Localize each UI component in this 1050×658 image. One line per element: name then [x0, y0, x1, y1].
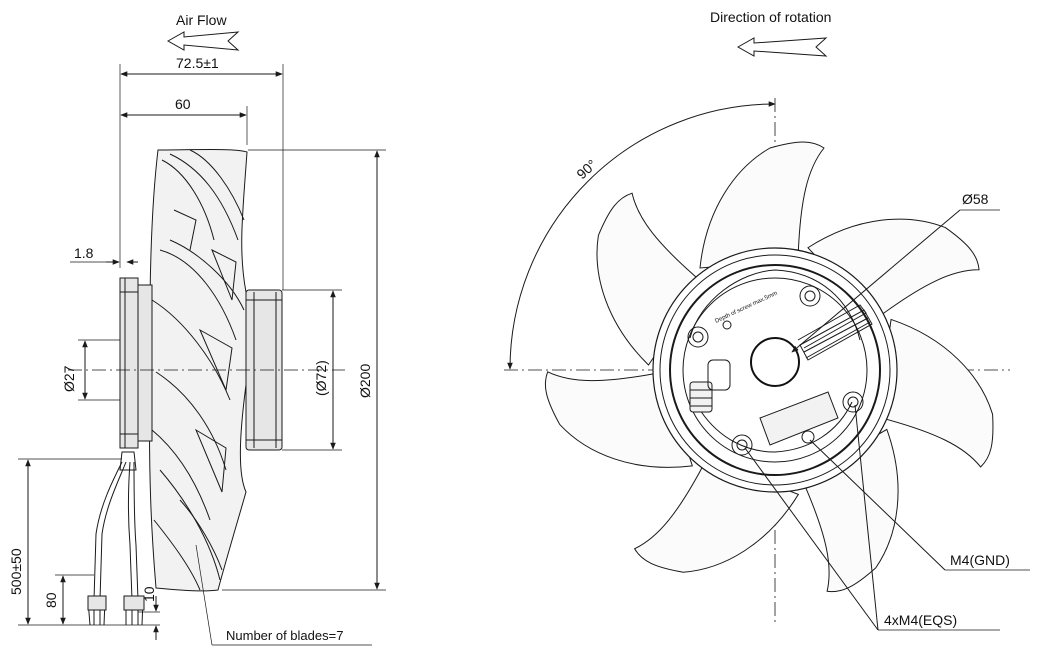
- dim-lead-length: 500±50: [8, 548, 24, 595]
- motor-flange: [119, 277, 139, 449]
- hub-dia-label: Ø58: [962, 191, 989, 207]
- dim-hub-length: 60: [175, 96, 191, 112]
- side-view: Air Flow 72.5±1 60: [8, 12, 386, 646]
- airflow-label: Air Flow: [176, 12, 227, 28]
- dim-shaft-dia: Ø27: [61, 365, 77, 392]
- motor-hub: Depth of screw max.5mm: [652, 247, 898, 493]
- angle-label: 90°: [573, 156, 599, 182]
- center-bore: [750, 337, 800, 387]
- rotation-arrow-icon: [736, 37, 828, 57]
- screw-holes: [687, 285, 864, 456]
- dim-overall-length: 72.5±1: [176, 55, 219, 71]
- lead-wires: [87, 451, 145, 626]
- dim-flange: 1.8: [74, 245, 94, 261]
- dim-strip-80: 80: [43, 592, 59, 608]
- blades-note: Number of blades=7: [226, 628, 343, 643]
- airflow-arrow-icon: [166, 31, 240, 51]
- rotation-label: Direction of rotation: [710, 9, 831, 25]
- gnd-label: M4(GND): [950, 552, 1010, 568]
- front-view: Direction of rotation 90°: [504, 9, 1030, 631]
- dim-outer-dia: Ø200: [357, 364, 373, 398]
- angle-arc: [507, 101, 776, 370]
- dim-rotor-dia: (Ø72): [313, 360, 329, 396]
- dim-strip-10: 10: [141, 586, 157, 602]
- eqs-label: 4xM4(EQS): [884, 612, 957, 628]
